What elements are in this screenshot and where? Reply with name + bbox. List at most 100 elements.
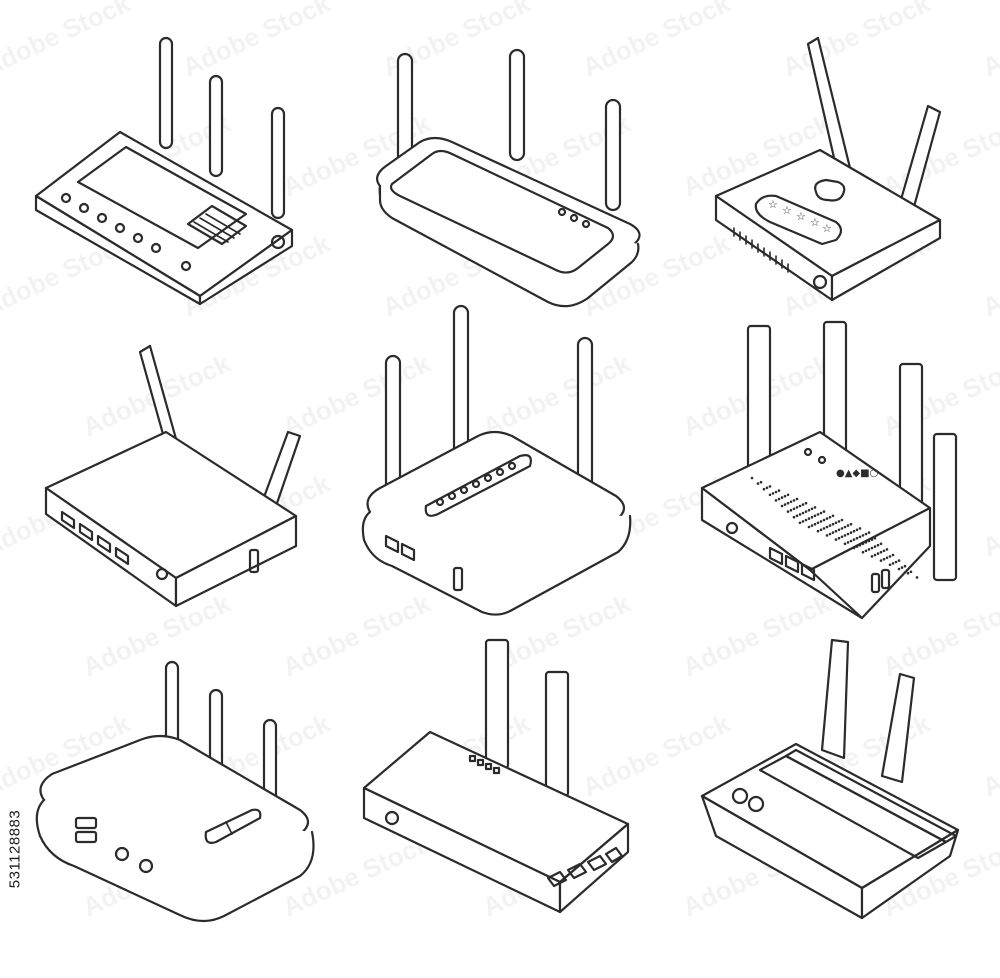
vent-dot (864, 541, 868, 544)
vent-dot (876, 543, 880, 547)
vent-dot (795, 506, 799, 509)
router-1 (34, 36, 294, 306)
vent-dot (867, 548, 871, 551)
router-front (35, 798, 315, 923)
vent-dot (867, 531, 871, 534)
svg-text:☆: ☆ (822, 222, 832, 235)
vent-dot (864, 532, 868, 536)
stock-id-text: 531128883 (6, 809, 24, 889)
vent-dot (822, 518, 826, 522)
antenna (396, 52, 414, 166)
router-7 (35, 660, 315, 923)
vent-dot (858, 535, 862, 539)
router-6: ●▲◆■○ (700, 320, 958, 620)
vent-dot (795, 514, 799, 518)
vent-dot (816, 521, 820, 525)
vent-dot (843, 534, 847, 537)
vent-dot (816, 529, 820, 533)
vent-dot (765, 486, 769, 490)
ethernet-ports (384, 534, 416, 562)
vent-dot (798, 504, 802, 508)
router-side (830, 218, 942, 302)
vent-dot (840, 527, 844, 530)
svg-text:●▲◆■○: ●▲◆■○ (836, 468, 878, 479)
antenna (508, 48, 526, 162)
vent-dot (861, 534, 865, 537)
vent-dot (795, 497, 799, 501)
usb-port (248, 548, 260, 574)
vent-dot (846, 532, 850, 536)
vent-dot (843, 525, 847, 529)
vent-dot (786, 510, 790, 513)
svg-text:☆: ☆ (782, 204, 792, 217)
vent-dot (825, 525, 829, 529)
power-button-icon (725, 521, 739, 535)
antenna (820, 638, 850, 760)
screen-panel (389, 149, 615, 274)
vent-dot (837, 536, 841, 540)
vent-dot (822, 510, 826, 513)
vent-dot (804, 501, 808, 505)
vent-dot (819, 528, 823, 532)
vent-dot (909, 570, 913, 574)
ethernet-ports (768, 546, 816, 582)
vent-dot (819, 520, 823, 523)
router-8 (362, 638, 630, 914)
vent-dot (798, 521, 802, 525)
vent-dot (750, 476, 754, 480)
vent-dot (855, 528, 859, 532)
router-side (808, 506, 932, 620)
vent-dot (879, 559, 883, 562)
vent-dot (768, 493, 772, 497)
vent-dot (789, 508, 793, 512)
vent-dot (774, 499, 778, 502)
vent-dot (882, 557, 886, 561)
vent-dot (801, 520, 805, 523)
router-3: ☆ ☆ ☆ ☆ ☆ (714, 36, 942, 302)
vent-dot (837, 528, 841, 532)
vent-dot (870, 546, 874, 550)
vent-dot (888, 555, 892, 558)
vent-dot (816, 513, 820, 516)
wps-button (814, 178, 846, 202)
vent-dot (834, 538, 838, 541)
vent-dot (828, 515, 832, 519)
router-4 (44, 344, 302, 608)
audio-jack-icon (114, 846, 130, 862)
vent-dot (870, 555, 874, 558)
vent-dot (861, 550, 865, 554)
indicator-light (747, 795, 765, 813)
led-strip (424, 454, 532, 517)
vent-dot (885, 548, 889, 551)
power-button-icon (270, 234, 286, 250)
usb-ports (74, 816, 98, 844)
vent-dot (873, 553, 877, 557)
vent-dot (780, 496, 784, 499)
vent-dot (867, 539, 871, 543)
vent-dot (825, 517, 829, 520)
vent-dot (828, 524, 832, 527)
vent-dot (777, 489, 781, 492)
vent-dot (879, 550, 883, 554)
vent-dot (849, 539, 853, 543)
antenna (932, 432, 958, 582)
vent-dot (831, 514, 835, 518)
vent-dot (768, 485, 772, 488)
vent-dot (855, 545, 859, 548)
router-2 (376, 48, 641, 308)
vent-dot (801, 503, 805, 506)
vent-dot (894, 560, 898, 564)
vent-dot (882, 549, 886, 553)
vent-dot (840, 535, 844, 539)
vent-dot (810, 524, 814, 527)
router-side (558, 822, 630, 914)
vent-dot (891, 562, 895, 565)
vent-dot (786, 493, 790, 497)
vent-dot (870, 538, 874, 541)
vent-dot (807, 508, 811, 512)
antenna (484, 638, 510, 770)
vent-dot (774, 490, 778, 494)
indicator-lights (468, 754, 501, 775)
antenna (158, 36, 174, 150)
